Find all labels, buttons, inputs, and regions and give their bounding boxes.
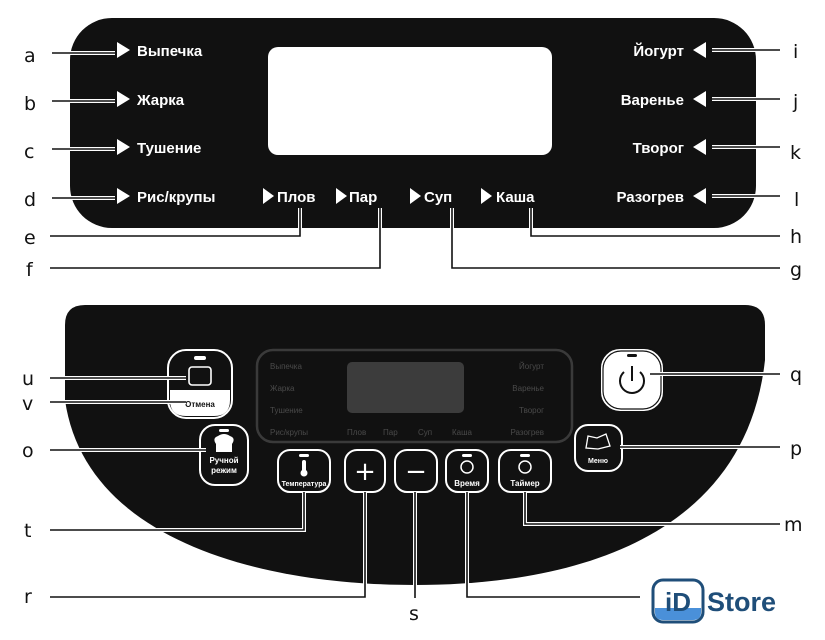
arrow-left-icon: [693, 139, 706, 155]
minus-icon: −: [405, 457, 427, 487]
mode-label: Каша: [496, 189, 535, 206]
mode-label: Пар: [349, 189, 377, 206]
mode-label: Творог: [633, 140, 684, 157]
logo-text: iD: [665, 587, 691, 617]
mini-mode-labels: Выпечка Жарка Тушение Рис/крупы Йогурт В…: [270, 362, 545, 437]
mode-label: Разогрев: [616, 189, 684, 206]
timer-button[interactable]: Таймер: [498, 449, 552, 493]
mode-label: Выпечка: [137, 43, 203, 60]
thermometer-icon: [302, 460, 306, 472]
top-bottom-modes: Плов Пар Суп Каша: [263, 188, 535, 206]
power-button[interactable]: [599, 347, 665, 413]
label-o: o: [22, 440, 34, 462]
manual-mode-button[interactable]: Ручной режим: [199, 424, 249, 486]
mini-panel: [255, 348, 574, 444]
arrow-right-icon: [336, 188, 347, 204]
mini-label: Пар: [383, 428, 398, 437]
mini-label: Выпечка: [270, 362, 302, 371]
cancel-label: Отмена: [185, 400, 215, 409]
mini-label: Плов: [347, 428, 366, 437]
mode-label: Жарка: [136, 92, 185, 109]
label-m: m: [784, 514, 803, 536]
mini-label: Каша: [452, 428, 473, 437]
menu-book-icon: [585, 433, 611, 450]
mini-label: Жарка: [270, 384, 295, 393]
mini-label: Разогрев: [510, 428, 544, 437]
stopwatch-icon: [460, 460, 474, 474]
mode-label: Йогурт: [633, 42, 684, 60]
mini-label: Суп: [418, 428, 432, 437]
leader-lines: [50, 48, 780, 599]
time-button[interactable]: Время: [445, 449, 489, 493]
timer-label: Таймер: [510, 479, 539, 488]
cancel-button[interactable]: Отмена: [167, 349, 233, 419]
label-h: h: [790, 226, 802, 248]
mini-label: Варенье: [512, 384, 544, 393]
logo-text: Store: [707, 587, 776, 617]
label-i: i: [793, 41, 798, 63]
arrow-right-icon: [117, 91, 130, 107]
label-e: e: [24, 227, 36, 249]
label-b: b: [24, 93, 36, 115]
temperature-label: Температура: [282, 481, 327, 488]
arrow-left-icon: [693, 91, 706, 107]
mini-label: Творог: [519, 406, 544, 415]
temperature-button[interactable]: Температура: [277, 449, 331, 493]
clock-icon: [518, 460, 532, 474]
chef-hat-icon: [214, 434, 234, 452]
arrow-left-icon: [693, 42, 706, 58]
top-right-modes: Йогурт Варенье Творог Разогрев: [616, 42, 706, 206]
mode-label: Тушение: [137, 140, 201, 157]
time-label: Время: [454, 479, 480, 488]
mini-display: [347, 362, 464, 413]
mode-label: Варенье: [621, 92, 684, 109]
mini-label: Йогурт: [519, 362, 544, 371]
label-s: s: [409, 603, 419, 625]
mode-label: Плов: [277, 189, 316, 206]
label-d: d: [24, 189, 36, 211]
label-r: r: [24, 586, 32, 608]
arrow-right-icon: [263, 188, 274, 204]
label-j: j: [792, 91, 798, 113]
label-l: l: [794, 189, 799, 211]
mini-label: Рис/крупы: [270, 428, 308, 437]
arrow-right-icon: [117, 42, 130, 58]
letter-labels: a b c d e f g h i j k l u v o t r s q p …: [22, 41, 803, 625]
label-p: p: [790, 438, 802, 460]
power-icon: [619, 371, 645, 394]
control-panel: [65, 305, 765, 585]
label-v: v: [22, 393, 33, 415]
idstore-logo: iD Store: [651, 578, 776, 624]
label-u: u: [22, 368, 34, 390]
menu-label: Меню: [588, 458, 608, 465]
plus-icon: +: [354, 457, 376, 487]
top-display: [268, 47, 552, 155]
label-k: k: [790, 142, 801, 164]
label-g: g: [790, 259, 802, 281]
arrow-left-icon: [693, 188, 706, 204]
label-a: a: [24, 45, 36, 67]
indicator-led: [194, 356, 206, 360]
label-q: q: [790, 364, 802, 386]
label-t: t: [24, 520, 31, 542]
arrow-right-icon: [117, 139, 130, 155]
top-left-modes: Выпечка Жарка Тушение Рис/крупы: [117, 42, 215, 206]
steam-icon: [188, 366, 212, 386]
label-f: f: [26, 259, 34, 281]
mini-label: Тушение: [270, 406, 303, 415]
plus-button[interactable]: +: [344, 449, 386, 493]
mode-label: Суп: [424, 189, 452, 206]
manual-label: Ручной: [209, 456, 238, 465]
minus-button[interactable]: −: [394, 449, 438, 493]
mode-label: Рис/крупы: [137, 189, 215, 206]
manual-label: режим: [211, 466, 237, 475]
label-c: c: [24, 141, 34, 163]
arrow-right-icon: [117, 188, 130, 204]
arrow-right-icon: [481, 188, 492, 204]
menu-button[interactable]: Меню: [574, 424, 623, 472]
arrow-right-icon: [410, 188, 421, 204]
